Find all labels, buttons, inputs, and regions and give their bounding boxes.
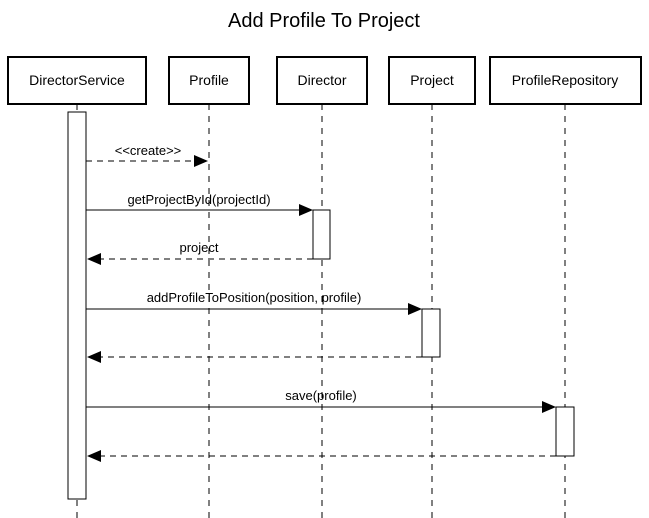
- message-create: <<create>>: [86, 143, 208, 167]
- participant-profilerepository: ProfileRepository: [489, 56, 642, 105]
- message-label: project: [179, 240, 218, 255]
- arrowhead: [194, 155, 208, 167]
- activation-project: [421, 308, 441, 358]
- activation-profilerepository: [555, 406, 575, 457]
- activation-directorservice: [67, 111, 87, 500]
- arrowhead: [408, 303, 422, 315]
- message-save: save(profile): [86, 388, 556, 413]
- participant-profile: Profile: [168, 56, 250, 105]
- participant-label: ProfileRepository: [512, 72, 619, 88]
- participant-project: Project: [388, 56, 476, 105]
- message-label: save(profile): [285, 388, 357, 403]
- activation-director: [312, 209, 331, 260]
- message-get-project-by-id: getProjectById(projectId): [86, 192, 313, 216]
- participant-label: Director: [297, 72, 346, 88]
- participant-directorservice: DirectorService: [7, 56, 147, 105]
- participant-label: Profile: [189, 72, 229, 88]
- message-add-profile-to-position: addProfileToPosition(position, profile): [86, 290, 422, 315]
- participant-director: Director: [276, 56, 368, 105]
- arrowhead: [299, 204, 313, 216]
- message-project-return: project: [87, 240, 313, 265]
- participant-label: Project: [410, 72, 454, 88]
- arrowhead: [87, 351, 101, 363]
- arrowhead: [542, 401, 556, 413]
- message-label: <<create>>: [115, 143, 182, 158]
- participant-label: DirectorService: [29, 72, 125, 88]
- message-label: getProjectById(projectId): [127, 192, 270, 207]
- message-repository-reply: [87, 450, 556, 462]
- diagram-title: Add Profile To Project: [228, 10, 420, 32]
- arrowhead: [87, 253, 101, 265]
- message-project-reply: [87, 351, 422, 363]
- message-label: addProfileToPosition(position, profile): [147, 290, 362, 305]
- arrowhead: [87, 450, 101, 462]
